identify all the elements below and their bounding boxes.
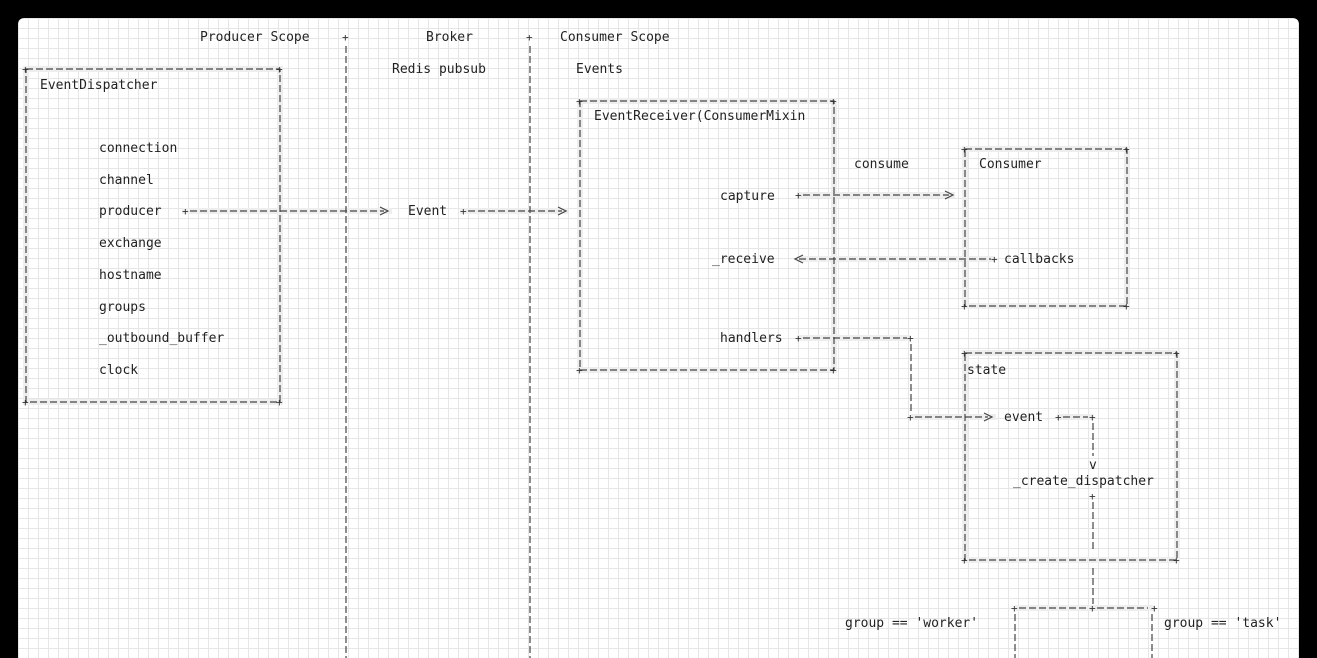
svg-text:+: + bbox=[1055, 411, 1062, 424]
broker-header: Broker bbox=[426, 30, 473, 45]
state-title: state bbox=[967, 363, 1006, 378]
attr-producer: producer bbox=[99, 204, 162, 219]
arrow-callbacks-to-receive: + bbox=[793, 253, 998, 266]
svg-text:+: + bbox=[1151, 602, 1158, 615]
svg-text:+: + bbox=[1123, 143, 1130, 156]
svg-text:+: + bbox=[276, 63, 283, 76]
state-event: event bbox=[1004, 410, 1043, 425]
connector-event-to-create-dispatcher: + + + bbox=[1055, 411, 1096, 550]
svg-text:+: + bbox=[182, 205, 189, 218]
attr-outbound-buffer: _outbound_buffer bbox=[99, 331, 224, 346]
attr-exchange: exchange bbox=[99, 236, 162, 251]
svg-text:+: + bbox=[576, 364, 583, 377]
group-worker-label: group == 'worker' bbox=[845, 616, 978, 631]
attr-connection: connection bbox=[99, 141, 177, 156]
svg-text:+: + bbox=[830, 95, 837, 108]
receiver-receive: _receive bbox=[712, 252, 775, 267]
event-receiver-title: EventReceiver(ConsumerMixin bbox=[594, 109, 805, 124]
svg-text:+: + bbox=[1011, 602, 1018, 615]
svg-text:+: + bbox=[907, 332, 914, 345]
column-separator-broker-consumer: + bbox=[526, 31, 533, 658]
arrow-producer-to-event: + bbox=[182, 205, 390, 218]
svg-text:+: + bbox=[22, 396, 29, 409]
consumer-scope-header: Consumer Scope bbox=[560, 30, 670, 45]
attr-hostname: hostname bbox=[99, 268, 162, 283]
svg-text:+: + bbox=[1089, 411, 1096, 424]
group-task-label: group == 'task' bbox=[1164, 616, 1281, 631]
attr-clock: clock bbox=[99, 363, 138, 378]
column-separator-producer-broker: + bbox=[342, 31, 349, 658]
producer-scope-header: Producer Scope bbox=[200, 30, 310, 45]
state-v-arrow: v bbox=[1089, 458, 1097, 473]
svg-text:+: + bbox=[276, 396, 283, 409]
svg-text:+: + bbox=[907, 411, 914, 424]
attr-channel: channel bbox=[99, 173, 154, 188]
event-receiver-box: + + + + EventReceiver(ConsumerMixin captur… bbox=[576, 95, 837, 377]
event-dispatcher-box: + + + + EventDispatcher connection channel… bbox=[22, 63, 283, 409]
attr-groups: groups bbox=[99, 300, 146, 315]
svg-text:+: + bbox=[1089, 490, 1096, 503]
consumer-subtitle: Events bbox=[576, 62, 623, 77]
receiver-handlers: handlers bbox=[720, 331, 783, 346]
svg-text:+: + bbox=[576, 95, 583, 108]
svg-text:+: + bbox=[961, 300, 968, 313]
event-dispatcher-title: EventDispatcher bbox=[40, 78, 158, 93]
state-create-dispatcher: _create_dispatcher bbox=[1013, 474, 1154, 489]
diagram-canvas: + + Producer Scope Broker Consumer Scope… bbox=[18, 18, 1299, 658]
arrow-handlers-to-event: + + + bbox=[795, 332, 994, 424]
ascii-diagram: + + Producer Scope Broker Consumer Scope… bbox=[22, 30, 1281, 658]
group-fork: + + + bbox=[1011, 568, 1158, 658]
state-box: + + + + state event v _create_dispatcher bbox=[961, 347, 1180, 567]
svg-text:+: + bbox=[830, 364, 837, 377]
broker-event: Event bbox=[408, 204, 447, 219]
svg-text:+: + bbox=[342, 31, 349, 44]
svg-text:+: + bbox=[460, 205, 467, 218]
broker-subtitle: Redis pubsub bbox=[392, 62, 486, 77]
svg-text:+: + bbox=[795, 189, 802, 202]
consumer-box: + + + + Consumer callbacks bbox=[961, 143, 1130, 313]
svg-text:+: + bbox=[1173, 347, 1180, 360]
svg-text:+: + bbox=[961, 554, 968, 567]
svg-text:+: + bbox=[1089, 602, 1096, 615]
svg-text:+: + bbox=[526, 31, 533, 44]
svg-text:+: + bbox=[1173, 554, 1180, 567]
svg-text:+: + bbox=[1123, 300, 1130, 313]
consumer-callbacks: callbacks bbox=[1004, 252, 1074, 267]
consume-label: consume bbox=[854, 157, 909, 172]
svg-text:+: + bbox=[22, 63, 29, 76]
arrow-event-to-receiver: + bbox=[460, 205, 568, 218]
svg-text:+: + bbox=[961, 143, 968, 156]
receiver-capture: capture bbox=[720, 189, 775, 204]
arrow-capture-to-consumer: + bbox=[795, 189, 955, 202]
svg-text:+: + bbox=[795, 332, 802, 345]
svg-text:+: + bbox=[991, 253, 998, 266]
consumer-title: Consumer bbox=[979, 157, 1042, 172]
svg-text:+: + bbox=[961, 347, 968, 360]
